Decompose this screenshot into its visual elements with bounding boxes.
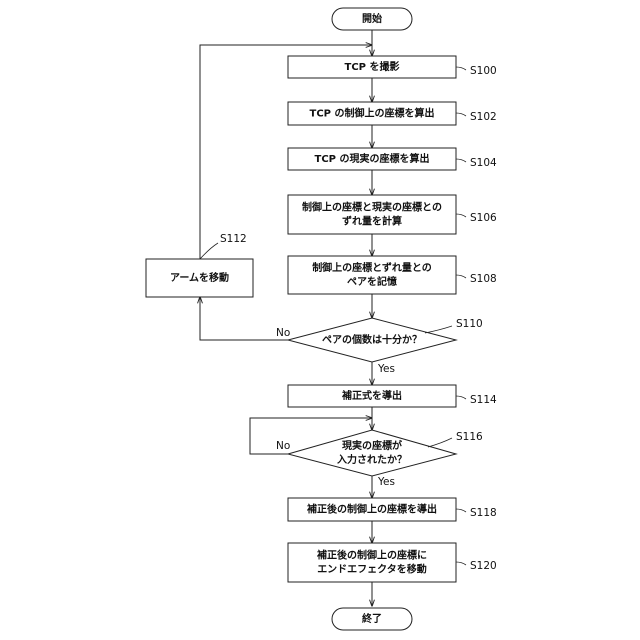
node-s100: TCP を撮影 xyxy=(288,56,456,78)
s120-line-1: 補正後の制御上の座標に xyxy=(316,548,427,561)
s114-line-1: 補正式を導出 xyxy=(341,389,402,402)
step-label-s102: S102 xyxy=(470,111,497,123)
s106-line-2: ずれ量を計算 xyxy=(342,214,402,227)
node-s102: TCP の制御上の座標を算出 xyxy=(288,102,456,125)
node-s118: 補正後の制御上の座標を導出 xyxy=(288,498,456,521)
s118-line-1: 補正後の制御上の座標を導出 xyxy=(306,502,437,515)
node-s112: アームを移動 xyxy=(146,259,253,297)
s108-line-1: 制御上の座標とずれ量との xyxy=(312,261,432,274)
node-s118-text: 補正後の制御上の座標を導出 xyxy=(306,502,437,515)
s120-line-2: エンドエフェクタを移動 xyxy=(317,562,427,575)
node-s102-text: TCP の制御上の座標を算出 xyxy=(310,106,435,119)
node-s112-text: アームを移動 xyxy=(170,271,229,284)
step-label-s116: S116 xyxy=(456,431,483,443)
node-s114-text: 補正式を導出 xyxy=(341,389,402,402)
step-label-s112: S112 xyxy=(220,233,247,245)
node-start: 開始 xyxy=(332,8,412,30)
step-label-s118: S118 xyxy=(470,507,497,519)
s112-line-1: アームを移動 xyxy=(170,271,229,284)
step-label-s104: S104 xyxy=(470,157,497,169)
node-s114: 補正式を導出 xyxy=(288,385,456,407)
s110-line-1: ペアの個数は十分か？ xyxy=(322,333,422,346)
s100-line-1: TCP を撮影 xyxy=(345,60,400,73)
edge-label-s110-yes: Yes xyxy=(377,363,395,375)
s116-line-1: 現実の座標が xyxy=(342,439,403,452)
step-label-s110: S110 xyxy=(456,318,483,330)
edge-s110-no-s112 xyxy=(200,297,288,340)
step-label-s106: S106 xyxy=(470,212,497,224)
node-s104: TCP の現実の座標を算出 xyxy=(288,148,456,170)
edge-label-s116-no: No xyxy=(276,440,290,452)
s104-line-1: TCP の現実の座標を算出 xyxy=(315,152,430,165)
node-s104-text: TCP の現実の座標を算出 xyxy=(315,152,430,165)
node-s108: 制御上の座標とずれ量とのペアを記憶 xyxy=(288,256,456,294)
edge-label-s116-yes: Yes xyxy=(377,476,395,488)
s102-line-1: TCP の制御上の座標を算出 xyxy=(310,106,435,119)
node-start-text: 開始 xyxy=(362,12,382,25)
node-s100-text: TCP を撮影 xyxy=(345,60,400,73)
s106-line-1: 制御上の座標と現実の座標との xyxy=(302,200,442,213)
node-s116: 現実の座標が入力されたか？ xyxy=(288,430,456,476)
step-label-s100: S100 xyxy=(470,65,497,77)
step-label-s108: S108 xyxy=(470,273,497,285)
node-s120: 補正後の制御上の座標にエンドエフェクタを移動 xyxy=(288,543,456,582)
s116-line-2: 入力されたか？ xyxy=(337,453,407,466)
s108-line-2: ペアを記憶 xyxy=(347,275,397,288)
step-leaders xyxy=(200,67,466,565)
step-label-s120: S120 xyxy=(470,560,497,572)
node-end: 終了 xyxy=(332,608,412,630)
step-label-s114: S114 xyxy=(470,394,497,406)
edge-label-s110-no: No xyxy=(276,327,290,339)
node-end-text: 終了 xyxy=(362,612,382,625)
start-line-1: 開始 xyxy=(362,12,382,25)
node-s110: ペアの個数は十分か？ xyxy=(288,318,456,362)
node-s106: 制御上の座標と現実の座標とのずれ量を計算 xyxy=(288,195,456,234)
node-s110-text: ペアの個数は十分か？ xyxy=(322,333,422,346)
end-line-1: 終了 xyxy=(362,612,382,625)
